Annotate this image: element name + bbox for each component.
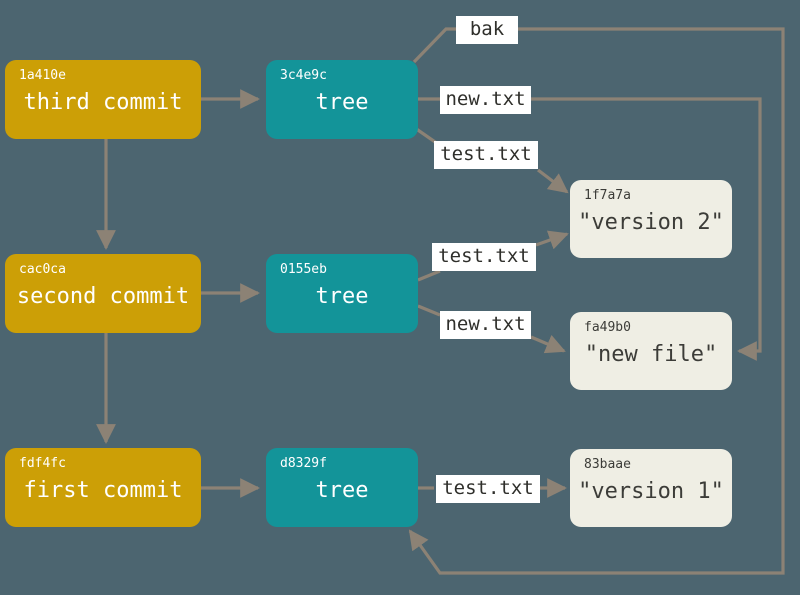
edge-test-txt-mid-segment-end (535, 230, 569, 250)
blob-title-version-2: "version 2" (578, 210, 724, 235)
commit-node-cac0ca[interactable]: cac0ca second commit (5, 254, 201, 333)
tree-hash-d8329f: d8329f (280, 456, 327, 471)
blob-hash-83baae: 83baae (584, 457, 631, 472)
commit-hash-1a410e: 1a410e (19, 68, 66, 83)
commit-node-fdf4fc[interactable]: fdf4fc first commit (5, 448, 201, 527)
commit-title-second: second commit (16, 284, 190, 309)
commit-title-first: first commit (23, 478, 183, 503)
commit-node-1a410e[interactable]: 1a410e third commit (5, 60, 201, 139)
edge-new-txt-mid-segment-start (417, 304, 441, 317)
edge-label-test-txt-top: test.txt (434, 141, 538, 169)
tree-hash-0155eb: 0155eb (280, 262, 327, 277)
commit-hash-fdf4fc: fdf4fc (19, 456, 66, 471)
commit-title-third: third commit (23, 90, 183, 115)
blob-title-new-file: "new file" (584, 342, 718, 367)
edge-label-new-txt-mid: new.txt (440, 311, 531, 339)
tree-hash-3c4e9c: 3c4e9c (280, 68, 327, 83)
tree-node-3c4e9c[interactable]: 3c4e9c tree (266, 60, 418, 139)
edge-bak-segment-route (408, 27, 785, 575)
edge-bak-segment-start (412, 27, 456, 64)
edge-label-bak: bak (456, 16, 518, 44)
commit-hash-cac0ca: cac0ca (19, 262, 66, 277)
edge-label-test-txt-bottom: test.txt (436, 475, 540, 503)
blob-title-version-1: "version 1" (578, 479, 724, 504)
tree-title-3c4e9c: tree (315, 90, 369, 115)
edge-new-txt-top-segment-route (531, 97, 762, 361)
edge-test-txt-top-segment-end (537, 168, 569, 194)
blob-hash-1f7a7a: 1f7a7a (584, 188, 631, 203)
blob-node-1f7a7a[interactable]: 1f7a7a "version 2" (570, 180, 732, 258)
blob-node-83baae[interactable]: 83baae "version 1" (570, 449, 732, 527)
edge-label-test-txt-mid: test.txt (432, 243, 536, 271)
tree-node-d8329f[interactable]: d8329f tree (266, 448, 418, 527)
edge-label-new-txt-top: new.txt (440, 86, 531, 114)
tree-title-0155eb: tree (315, 284, 369, 309)
blob-node-fa49b0[interactable]: fa49b0 "new file" (570, 312, 732, 390)
edge-test-txt-mid-segment-start (417, 269, 441, 282)
tree-title-d8329f: tree (315, 478, 369, 503)
blob-hash-fa49b0: fa49b0 (584, 320, 631, 335)
tree-node-0155eb[interactable]: 0155eb tree (266, 254, 418, 333)
edge-new-txt-mid-segment-end (530, 334, 566, 354)
